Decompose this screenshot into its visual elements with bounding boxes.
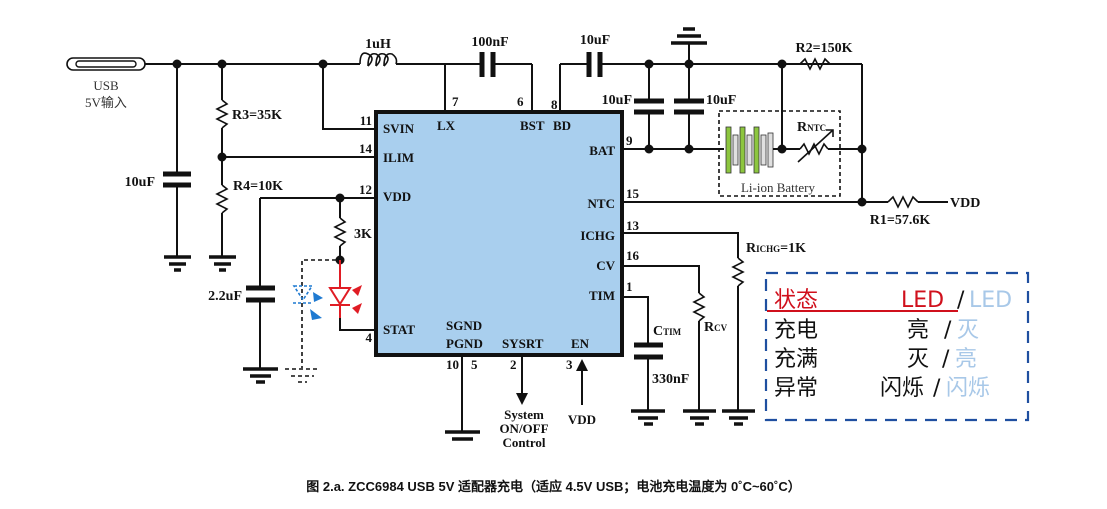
bst-cap-label: 100nF — [471, 35, 508, 50]
ctim-label: CTIM — [653, 324, 682, 339]
arrow-down-icon — [516, 393, 528, 405]
pin-name-stat: STAT — [383, 322, 415, 337]
pin-number: 16 — [626, 248, 640, 263]
legend-red-state: 灭 — [907, 347, 929, 372]
inductor-label: 1uH — [365, 37, 391, 52]
legend-red-state: 闪烁 — [880, 376, 924, 401]
pin-name-pgnd: PGND — [446, 336, 483, 351]
r1-label: R1=57.6K — [870, 213, 931, 228]
led-legend-box — [764, 271, 1030, 422]
legend-state: 充电 — [774, 318, 818, 343]
pin-number: 9 — [626, 133, 633, 148]
arrow-up-icon — [576, 359, 588, 371]
battery-icon — [725, 126, 774, 174]
bat-cap1-label: 10uF — [602, 93, 632, 108]
inductor — [359, 52, 445, 67]
usb-input-label: 5V输入 — [85, 95, 127, 110]
pin-name-lx: LX — [437, 118, 456, 133]
pin-name-tim: TIM — [589, 288, 615, 303]
pin-number: 8 — [551, 97, 558, 112]
pin-number: 7 — [452, 94, 459, 109]
r3-label: R3=35K — [232, 108, 282, 123]
pin-number: 4 — [366, 330, 373, 345]
vdd-right-label: VDD — [950, 196, 980, 211]
legend-slash: / — [944, 318, 952, 343]
pin-name-ichg: ICHG — [580, 228, 615, 243]
pin-name-vdd: VDD — [383, 189, 411, 204]
input-cap-value: 10uF — [125, 175, 155, 190]
pin-number: 15 — [626, 186, 640, 201]
led-resistor — [333, 217, 347, 247]
bat-cap2-label: 10uF — [706, 93, 736, 108]
ichg-resistor — [731, 257, 745, 287]
top-ground-icon — [671, 27, 707, 64]
legend-blue-state: 亮 — [955, 347, 977, 372]
pin-name-bd: BD — [553, 118, 571, 133]
legend-state-header: 状态 — [774, 288, 818, 313]
pin-name-bst: BST — [520, 118, 545, 133]
pin-name-ntc: NTC — [588, 196, 615, 211]
usb-label: USB — [93, 78, 119, 93]
pin-name-sysrt: SYSRT — [502, 336, 544, 351]
r2-label: R2=150K — [796, 41, 853, 56]
r4-label: R4=10K — [233, 179, 283, 194]
pin-number: 6 — [517, 94, 524, 109]
rcv-label: RCV — [704, 320, 728, 335]
legend-blue-state: 灭 — [957, 318, 979, 343]
pin-name-en: EN — [571, 336, 590, 351]
vdd-cap-label: 2.2uF — [208, 289, 242, 304]
pin-number: 5 — [471, 357, 478, 372]
sysrt-label: Control — [502, 435, 545, 450]
sysrt-label: System — [504, 407, 544, 422]
legend-slash: / — [942, 347, 950, 372]
r1-resistor — [887, 195, 919, 209]
pin-name-bat: BAT — [589, 143, 615, 158]
pin-number: 12 — [359, 182, 372, 197]
cv-resistor — [692, 292, 706, 322]
input-capacitor — [163, 64, 191, 272]
usb-connector — [66, 57, 146, 71]
pin-name-sgnd: SGND — [446, 318, 482, 333]
legend-slash: / — [957, 288, 965, 313]
battery-pack-outline — [718, 110, 841, 197]
ntc-thermistor — [797, 129, 862, 163]
pin-number: 11 — [360, 113, 372, 128]
legend-slash: / — [933, 376, 941, 401]
pin-number: 14 — [359, 141, 373, 156]
figure-caption: 图 2.a. ZCC6984 USB 5V 适配器充电（适应 4.5V USB；… — [306, 479, 801, 494]
bd-cap-label: 10uF — [580, 33, 610, 48]
legend-blue-state: 闪烁 — [946, 376, 990, 401]
pin-name-svin: SVIN — [383, 121, 415, 136]
richg-label: RICHG=1K — [746, 241, 806, 256]
ic-body — [374, 110, 624, 357]
battery-label: Li-ion Battery — [741, 180, 816, 195]
pin-number: 3 — [566, 357, 573, 372]
legend-blue-led-header: LED — [969, 288, 1012, 313]
sysrt-label: ON/OFF — [499, 421, 548, 436]
red-led-icon — [328, 260, 362, 318]
pin-number: 10 — [446, 357, 459, 372]
pin-name-ilim: ILIM — [383, 150, 414, 165]
led-resistor-label: 3K — [354, 227, 372, 242]
legend-state: 异常 — [774, 376, 818, 401]
r2-resistor — [799, 57, 831, 71]
ctim-value: 330nF — [652, 372, 689, 387]
pin-number: 2 — [510, 357, 517, 372]
pin-name-cv: CV — [596, 258, 615, 273]
en-vdd-label: VDD — [568, 412, 596, 427]
rntc-label: RNTC — [797, 120, 826, 135]
pin-number: 1 — [626, 279, 633, 294]
pin-number: 13 — [626, 218, 640, 233]
blue-led-icon — [285, 259, 336, 383]
legend-red-led-header: LED — [901, 288, 944, 313]
legend-state: 充满 — [774, 347, 818, 372]
legend-red-state: 亮 — [907, 318, 929, 343]
r3-r4-divider — [209, 64, 236, 272]
